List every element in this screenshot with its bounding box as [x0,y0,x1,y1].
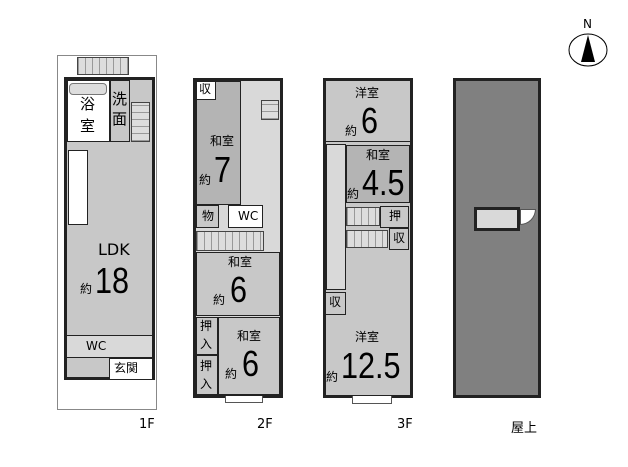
washitsu-4-5 [346,145,410,203]
approx-label: 約 [199,173,212,187]
washroom [110,80,130,142]
room-label: 収 [393,231,406,245]
floor-label: 1F [139,417,155,432]
room-label: 室 [80,117,96,135]
room-label: WC [86,339,107,353]
room-label: 入 [200,337,213,351]
washitsu-6b [218,317,280,395]
compass-label: N [583,17,592,31]
room-label: 物 [202,209,215,223]
approx-label: 約 [80,282,93,296]
room-label: 洋室 [355,86,380,100]
approx-label: 約 [225,367,238,381]
room-label: 和室 [366,148,391,162]
approx-label: 約 [347,187,360,201]
washitsu-6a [196,252,280,316]
roof-area [453,78,541,398]
oshiire-1 [196,317,218,355]
approx-label: 約 [213,293,226,307]
room-label: 入 [200,377,213,391]
room-size: 7 [214,149,232,190]
oshiire-2 [196,355,218,395]
outer-stairs [77,57,129,75]
storage [196,81,216,100]
room-label: 浴 [80,95,96,113]
washitsu-7 [196,81,241,205]
stairs [196,231,264,251]
storage [325,292,346,315]
wc [228,205,263,228]
room-label: 和室 [210,134,235,148]
room-label: 和室 [228,255,253,269]
room-size: 6 [230,269,248,310]
room-label: WC [238,209,259,223]
storage [389,228,409,250]
room-label: 押 [200,319,213,333]
room-label: 洋室 [355,330,380,344]
room-label: 押 [200,359,213,373]
north-arrow-icon [568,33,608,67]
room-size: 6 [242,343,260,384]
floor-label: 2F [257,417,273,432]
room-label: 面 [112,110,128,128]
room-size: 6 [361,100,379,141]
floor-label: 3F [397,417,413,432]
stairs [261,100,279,120]
bay-window [225,396,263,403]
room-size: 12.5 [341,345,401,386]
wc [66,335,153,358]
stairs [131,102,150,142]
corridor [326,144,346,290]
room-label: LDK [98,240,130,259]
approx-label: 約 [326,370,339,384]
room-label: 押 [389,209,402,223]
room-label: 玄関 [114,361,139,375]
lot-boundary [57,55,157,410]
room-size: 18 [95,260,130,301]
room-label: 和室 [237,329,262,343]
room-label: 洗 [112,90,128,108]
closet [196,205,219,228]
room-label: 収 [329,295,342,309]
youshitsu-6 [325,80,411,142]
roof-stair-hatch [474,207,520,231]
room-size: 4.5 [362,162,405,203]
kitchen-counter [68,150,88,225]
stairs [346,230,388,248]
room-label: 収 [199,82,212,96]
oshiire [380,206,409,228]
bathtub-icon [69,83,107,95]
approx-label: 約 [345,124,358,138]
entrance [109,358,153,380]
floor-label: 屋上 [511,421,538,436]
bay-window [352,396,392,404]
stairs [346,207,380,226]
